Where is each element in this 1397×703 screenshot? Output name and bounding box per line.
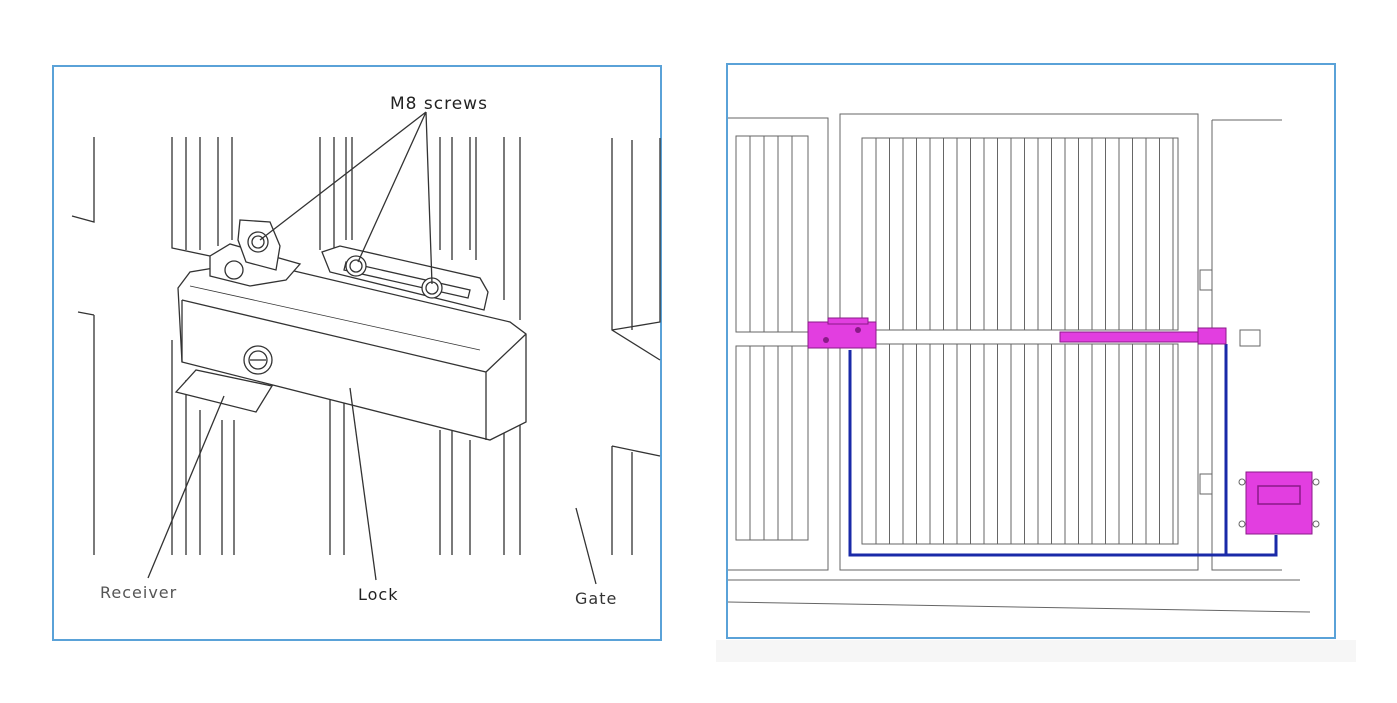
lock-unit-highlight xyxy=(807,317,877,349)
control-box-highlight xyxy=(1238,471,1320,535)
gate-bars xyxy=(875,138,1174,544)
actuator-arm-highlight xyxy=(1059,327,1261,347)
pin xyxy=(224,260,244,280)
receiver-plate xyxy=(174,369,274,413)
screw-2 xyxy=(345,255,367,277)
gate-frame-upper xyxy=(171,137,211,257)
wire-lock xyxy=(848,350,1278,557)
bottom-shadow xyxy=(716,640,1356,662)
label-m8-screws: M8 screws xyxy=(390,94,488,114)
gate-leader xyxy=(575,507,597,585)
label-lock: Lock xyxy=(358,585,399,604)
label-gate: Gate xyxy=(575,589,618,608)
fence-left-top xyxy=(71,137,95,223)
lock-leader xyxy=(349,387,377,581)
receiver-leader xyxy=(147,395,225,579)
label-receiver: Receiver xyxy=(100,583,178,602)
gate-frame xyxy=(839,113,1199,571)
fence-left-bottom xyxy=(77,311,95,555)
screws-leader xyxy=(259,111,433,285)
